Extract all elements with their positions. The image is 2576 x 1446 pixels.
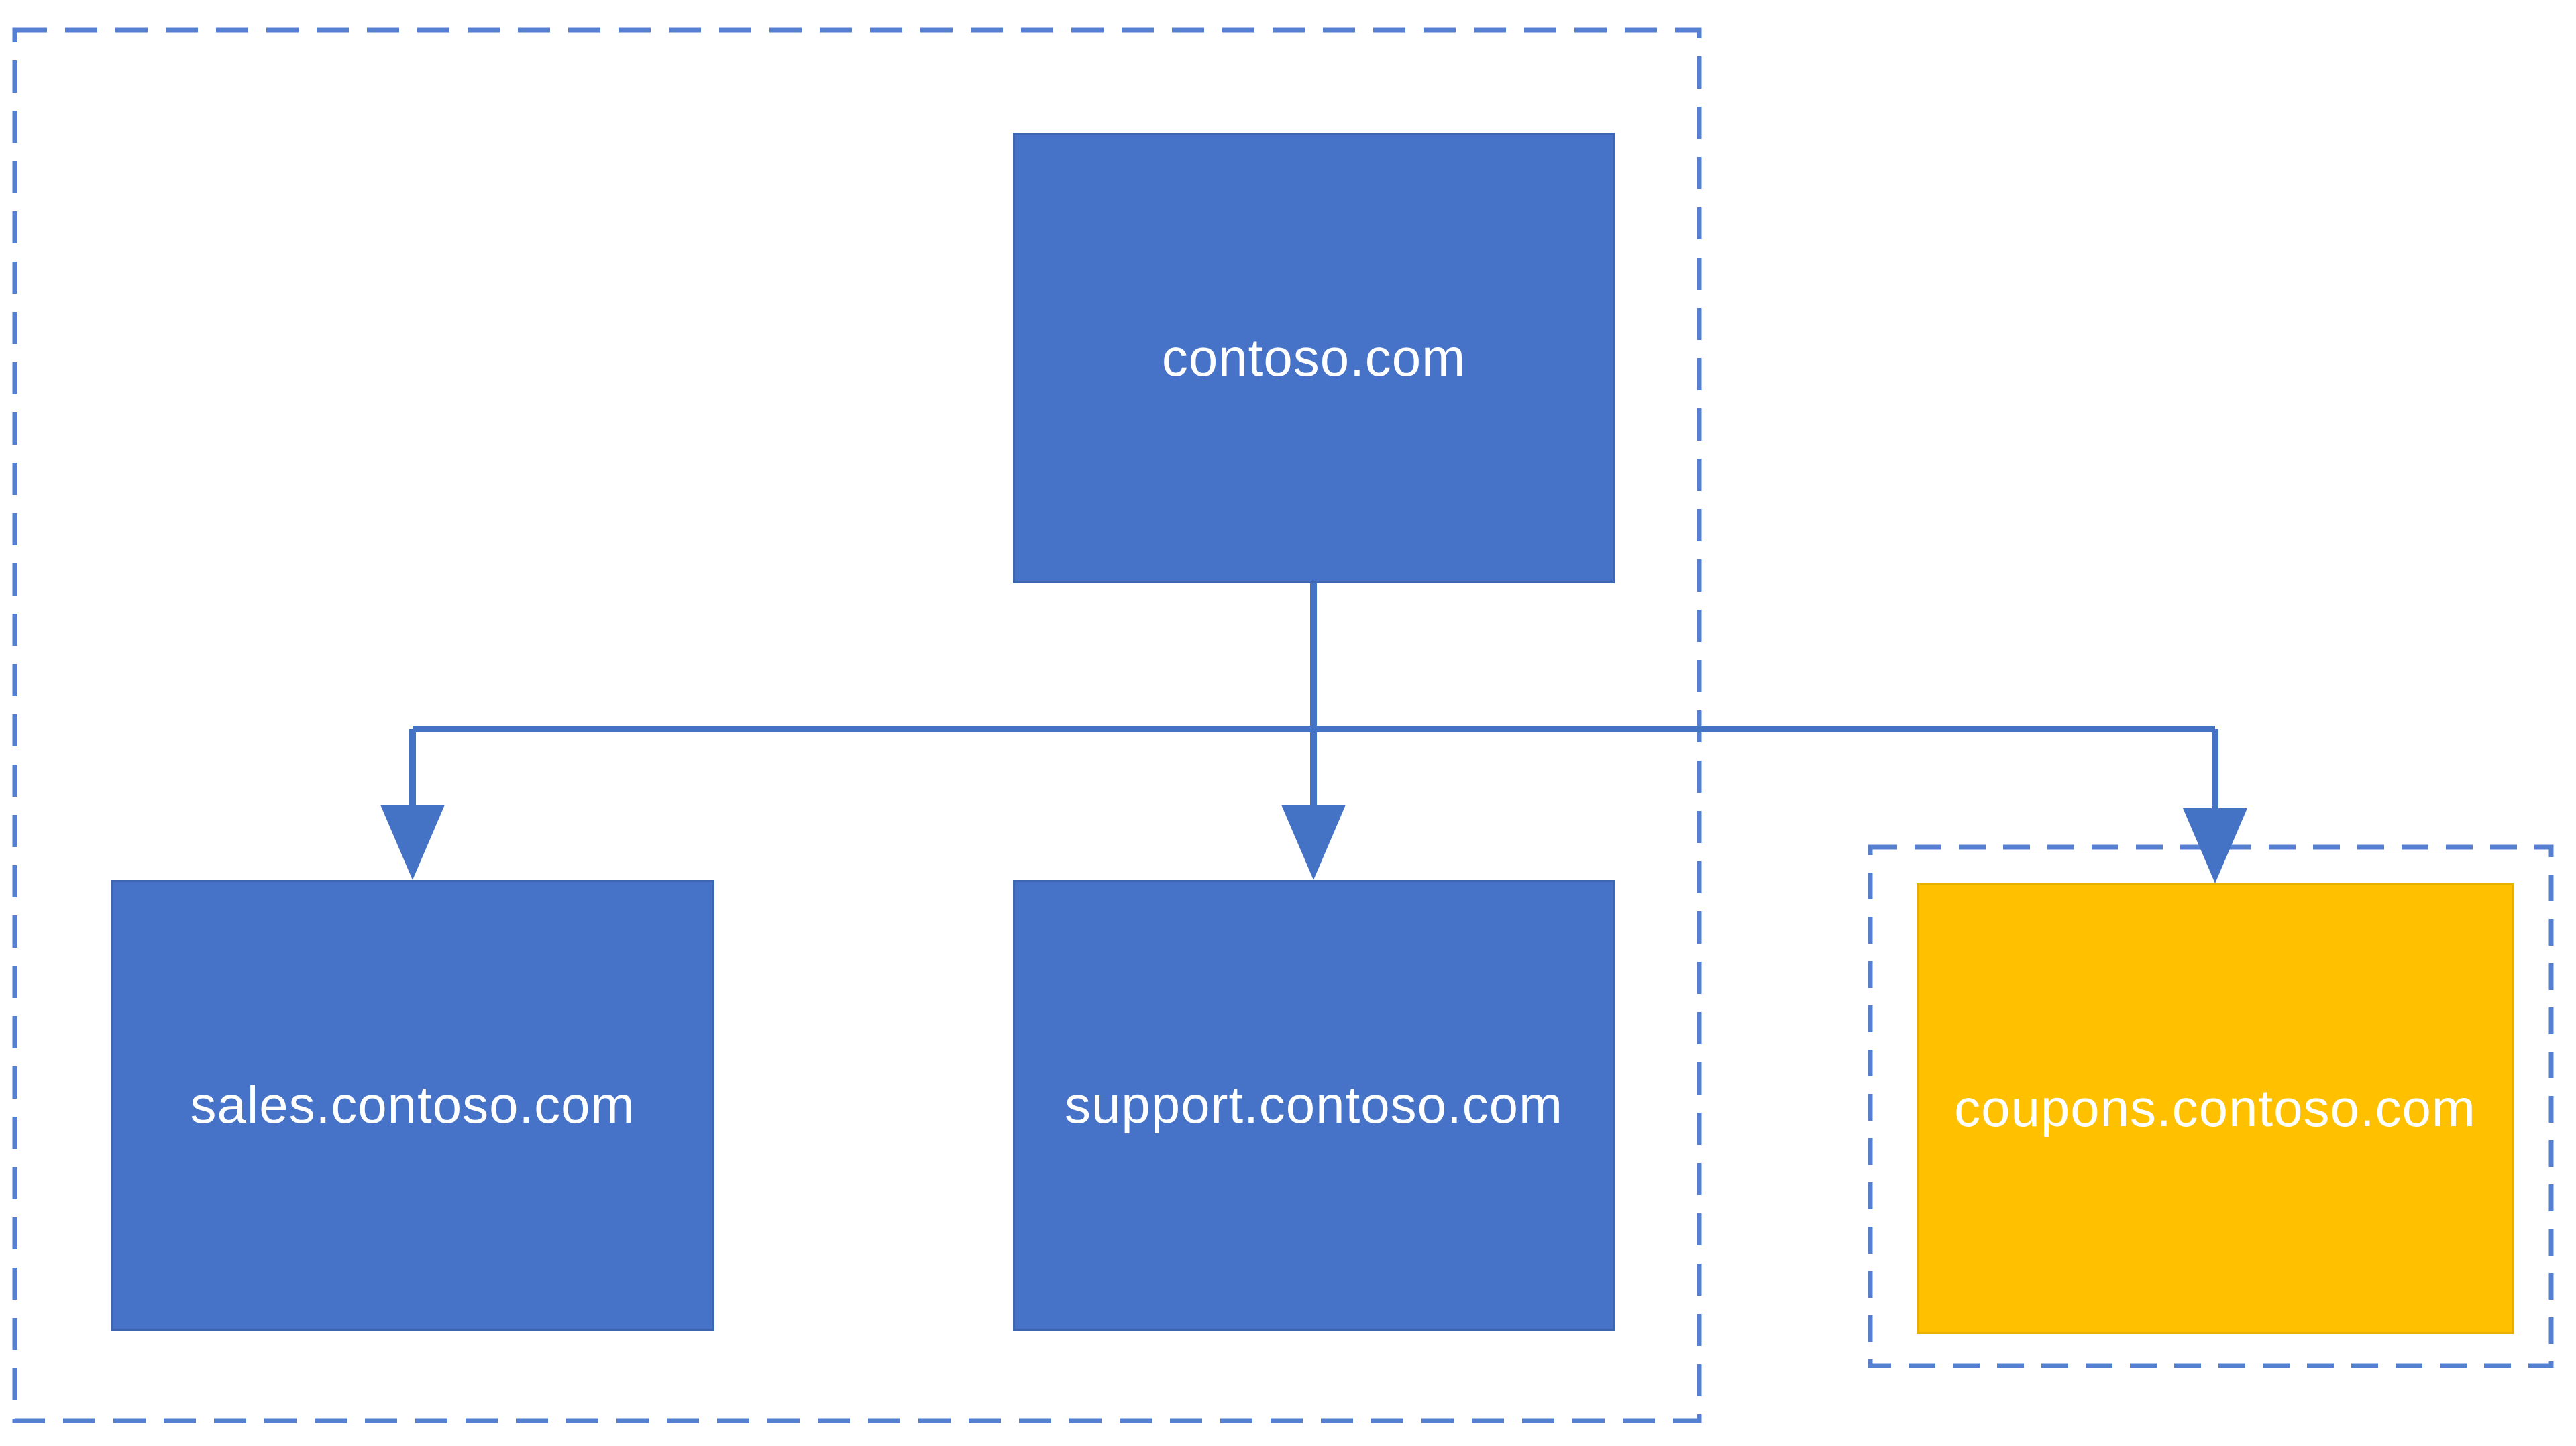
node-support-label: support.contoso.com (1064, 1075, 1564, 1135)
node-coupons: coupons.contoso.com (1917, 883, 2514, 1334)
arrowhead-sales-icon (380, 805, 445, 880)
node-support: support.contoso.com (1013, 880, 1615, 1331)
node-coupons-label: coupons.contoso.com (1954, 1078, 2476, 1138)
node-contoso: contoso.com (1013, 133, 1615, 583)
arrowhead-coupons-icon (2183, 808, 2247, 883)
node-sales-label: sales.contoso.com (190, 1075, 635, 1135)
node-contoso-label: contoso.com (1161, 328, 1466, 388)
arrowhead-support-icon (1281, 805, 1346, 880)
node-sales: sales.contoso.com (111, 880, 714, 1331)
